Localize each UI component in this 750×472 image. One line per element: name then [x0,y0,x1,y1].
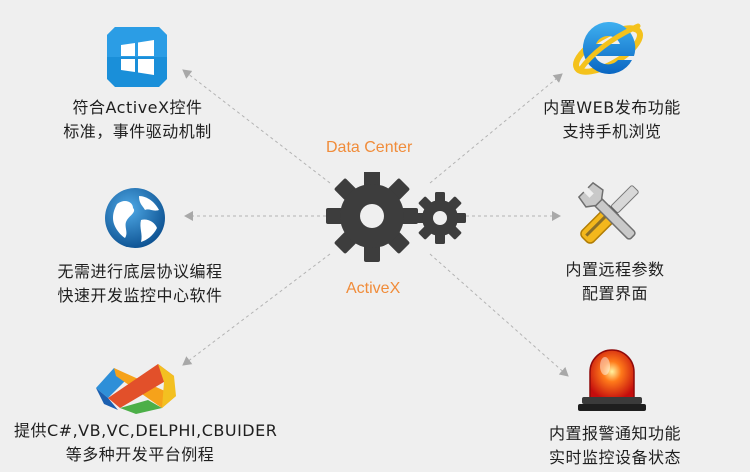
top-left-line1: 符合ActiveX控件 [72,98,203,117]
mid-left-line2: 快速开发监控中心软件 [57,286,223,305]
bottom-left-caption: 提供C#,VB,VC,DELPHI,CBUIDER 等多种开发平台例程 [14,419,278,467]
tools-icon [570,176,650,252]
top-left-caption: 符合ActiveX控件 标准，事件驱动机制 [40,96,235,144]
globe-icon [103,186,167,250]
internet-explorer-icon [568,12,648,86]
mid-right-line1: 内置远程参数 [565,260,665,279]
visual-studio-icon [92,360,180,416]
top-left-line2: 标准，事件驱动机制 [63,122,212,141]
mid-right-caption: 内置远程参数 配置界面 [540,258,690,306]
center-gears [326,170,466,262]
bottom-left-line2: 等多种开发平台例程 [65,445,215,464]
top-right-line1: 内置WEB发布功能 [543,98,681,117]
bottom-right-line2: 实时监控设备状态 [548,448,681,467]
top-right-line2: 支持手机浏览 [562,122,662,141]
arrow-top-left [182,69,331,184]
bottom-left-line1: 提供C#,VB,VC,DELPHI,CBUIDER [14,421,278,440]
bottom-right-line1: 内置报警通知功能 [548,424,681,443]
bottom-right-caption: 内置报警通知功能 实时监控设备状态 [530,422,700,470]
mid-left-line1: 无需进行底层协议编程 [57,262,223,281]
mid-right-line2: 配置界面 [581,284,648,303]
small-gear-icon [414,192,466,244]
arrow-top-right [429,73,563,184]
center-label-bottom: ActiveX [346,280,401,297]
arrow-bottom-left [182,253,331,366]
large-gear-icon [326,170,418,262]
arrow-bottom-right [429,253,569,377]
top-right-caption: 内置WEB发布功能 支持手机浏览 [522,96,702,144]
alarm-siren-icon [572,342,652,414]
center-label-top: Data Center [326,139,413,156]
mid-left-caption: 无需进行底层协议编程 快速开发监控中心软件 [40,260,240,308]
windows-icon [103,23,171,91]
